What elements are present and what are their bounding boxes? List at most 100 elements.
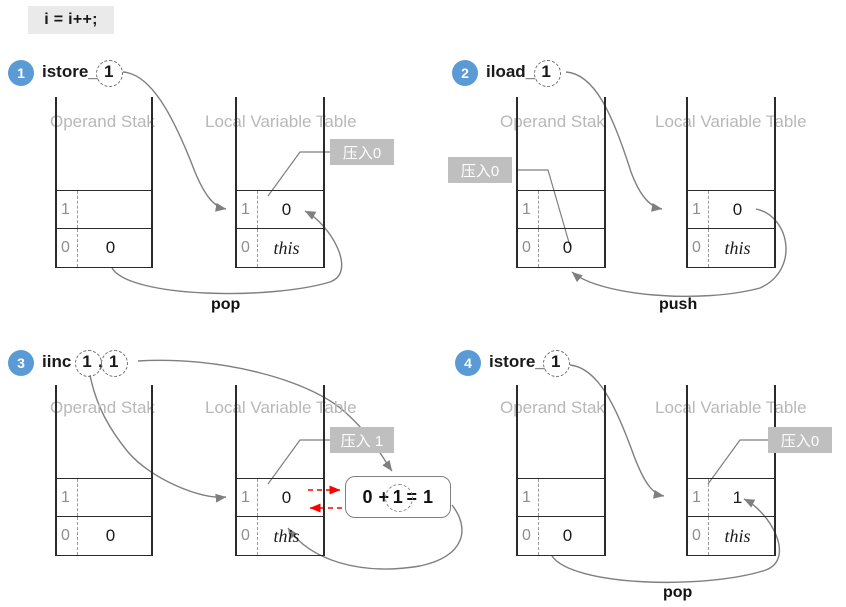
slot-value: this xyxy=(273,525,300,546)
formula-left: 0 + xyxy=(362,486,390,507)
slot-index: 0 xyxy=(61,239,70,256)
local-variable-frame-1: 1 0 0 this xyxy=(235,97,325,268)
caption-4: pop xyxy=(663,584,693,601)
slot-divider xyxy=(257,517,258,555)
slot-index: 1 xyxy=(241,200,250,218)
callout-1: 压入0 xyxy=(330,139,394,165)
operand-stack-heading-2: Operand Stak xyxy=(500,112,605,131)
callout-2: 压入0 xyxy=(448,157,512,183)
step-badge-2: 2 xyxy=(452,60,478,86)
operand-stack-slot-0: 0 0 xyxy=(516,229,606,268)
slot-divider xyxy=(77,479,78,516)
local-var-slot-0: 0 this xyxy=(235,517,325,556)
step-badge-3: 3 xyxy=(8,350,34,376)
local-variable-table-heading-3: Local Variable Table xyxy=(205,398,357,417)
operand-stack-heading-3: Operand Stak xyxy=(50,398,155,417)
slot-index: 0 xyxy=(241,239,250,256)
local-var-slot-1: 1 1 xyxy=(686,478,776,517)
local-variable-table-heading-4: Local Variable Table xyxy=(655,398,807,417)
formula-right: = 1 xyxy=(406,486,434,507)
slot-divider xyxy=(538,517,539,555)
slot-divider xyxy=(708,517,709,555)
slot-value: 0 xyxy=(562,238,573,257)
slot-index: 0 xyxy=(522,527,531,544)
slot-value: this xyxy=(273,237,300,258)
slot-index: 0 xyxy=(61,527,70,544)
operand-stack-slot-1: 1 xyxy=(55,478,153,517)
slot-index: 0 xyxy=(692,239,701,256)
slot-divider xyxy=(538,191,539,228)
slot-divider xyxy=(257,479,258,516)
slot-divider xyxy=(257,191,258,228)
local-variable-frame-2: 1 0 0 this xyxy=(686,97,776,268)
caption-2: push xyxy=(659,296,698,313)
step-opcode-3: iinc 1,1 xyxy=(42,349,129,377)
operand-stack-frame-2: 1 0 0 xyxy=(516,97,606,268)
slot-value: 0 xyxy=(281,487,292,507)
slot-value: 0 xyxy=(732,199,743,219)
callout-3: 压入 1 xyxy=(330,427,394,453)
opcode-text-1: istore_ xyxy=(42,62,98,81)
local-variable-frame-3: 1 0 0 this xyxy=(235,385,325,556)
step-badge-4: 4 xyxy=(455,350,481,376)
slot-divider xyxy=(257,229,258,267)
local-variable-frame-4: 1 1 0 this xyxy=(686,385,776,556)
operand-stack-slot-1: 1 xyxy=(516,190,606,229)
slot-value: 1 xyxy=(732,487,743,507)
slot-value: 0 xyxy=(105,238,116,257)
slot-index: 1 xyxy=(692,488,701,506)
operand-stack-frame-4: 1 0 0 xyxy=(516,385,606,556)
opcode-text-4: istore_ xyxy=(489,352,545,371)
opcode-arg-2: 1 xyxy=(533,59,561,87)
slot-index: 1 xyxy=(241,488,250,506)
local-var-slot-1: 1 0 xyxy=(235,190,325,229)
iinc-formula-box: 0 + 1 = 1 xyxy=(345,476,451,518)
slot-index: 1 xyxy=(692,200,701,218)
opcode-arg-1: 1 xyxy=(96,59,124,87)
slot-index: 1 xyxy=(61,200,70,218)
local-var-slot-0: 0 this xyxy=(686,517,776,556)
opcode-arg1-3: 1 xyxy=(74,349,102,377)
callout-4: 压入0 xyxy=(768,427,832,453)
slot-divider xyxy=(77,517,78,555)
opcode-text-2: iload_ xyxy=(486,62,536,81)
operand-stack-slot-1: 1 xyxy=(516,478,606,517)
slot-divider xyxy=(77,229,78,267)
opcode-text-3: iinc xyxy=(42,352,72,371)
slot-value: this xyxy=(724,237,751,258)
step-opcode-4: istore_1 xyxy=(489,349,571,377)
operand-stack-slot-0: 0 0 xyxy=(55,517,153,556)
slot-divider xyxy=(708,191,709,228)
operand-stack-heading-1: Operand Stak xyxy=(50,112,155,131)
operand-stack-frame-1: 1 0 0 xyxy=(55,97,153,268)
opcode-arg2-3: 1 xyxy=(101,349,129,377)
slot-index: 0 xyxy=(692,527,701,544)
local-variable-table-heading-1: Local Variable Table xyxy=(205,112,357,131)
step-badge-1: 1 xyxy=(8,60,34,86)
operand-stack-slot-1: 1 xyxy=(55,190,153,229)
operand-stack-slot-0: 0 0 xyxy=(55,229,153,268)
slot-index: 0 xyxy=(522,239,531,256)
slot-index: 1 xyxy=(522,488,531,506)
local-var-slot-0: 0 this xyxy=(686,229,776,268)
operand-stack-frame-3: 1 0 0 xyxy=(55,385,153,556)
slot-divider xyxy=(538,479,539,516)
slot-divider xyxy=(708,479,709,516)
slot-divider xyxy=(708,229,709,267)
slot-divider xyxy=(538,229,539,267)
slot-value: 0 xyxy=(562,526,573,545)
step-opcode-1: istore_1 xyxy=(42,59,124,87)
slot-value: 0 xyxy=(281,199,292,219)
local-var-slot-1: 1 0 xyxy=(235,478,325,517)
local-var-slot-0: 0 this xyxy=(235,229,325,268)
slot-index: 1 xyxy=(522,200,531,218)
local-variable-table-heading-2: Local Variable Table xyxy=(655,112,807,131)
slot-value: this xyxy=(724,525,751,546)
caption-1: pop xyxy=(211,296,241,313)
formula-circled-operand: 1 xyxy=(385,484,413,512)
slot-index: 1 xyxy=(61,488,70,506)
operand-stack-heading-4: Operand Stak xyxy=(500,398,605,417)
opcode-arg-4: 1 xyxy=(543,349,571,377)
step-opcode-2: iload_1 xyxy=(486,59,561,87)
